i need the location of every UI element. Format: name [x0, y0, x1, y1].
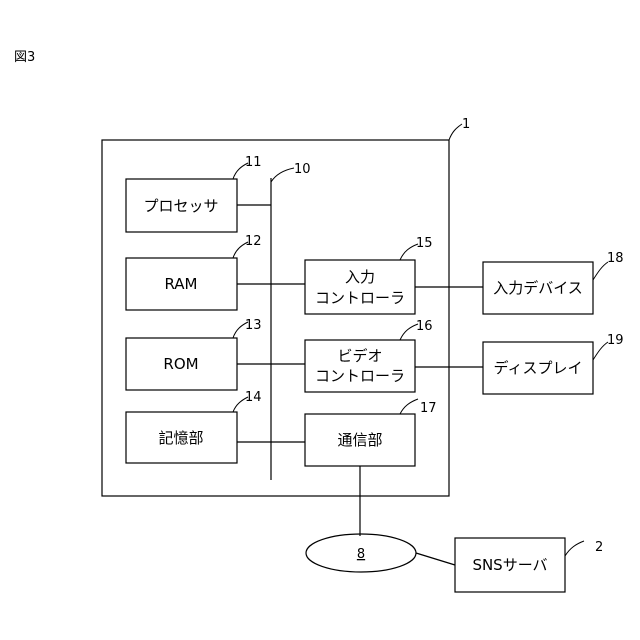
video-controller-ref: 16: [416, 319, 433, 334]
bus-ref-leader: [271, 168, 294, 182]
device-ref-leader: [449, 124, 462, 140]
comm-unit-label: 通信部: [337, 431, 382, 449]
video-controller-label-1: ビデオ: [337, 347, 382, 365]
processor-ref: 11: [245, 155, 262, 170]
input-device-ref: 18: [607, 251, 624, 266]
input-device-ref-leader: [593, 262, 608, 280]
storage-ref: 14: [245, 390, 262, 405]
comm-unit-ref-leader: [400, 399, 418, 414]
display-ref: 19: [607, 333, 624, 348]
input-device-label: 入力デバイス: [493, 279, 583, 297]
bus-ref: 10: [294, 162, 311, 177]
storage-label: 記憶部: [158, 429, 203, 447]
display-label: ディスプレイ: [494, 359, 583, 377]
rom-label: ROM: [163, 355, 198, 373]
input-controller-label-1: 入力: [345, 268, 375, 286]
device-ref: 1: [462, 117, 470, 132]
input-controller-ref: 15: [416, 236, 433, 251]
comm-unit-ref: 17: [420, 401, 437, 416]
video-controller-label-2: コントローラ: [315, 367, 405, 385]
rom-ref: 13: [245, 318, 262, 333]
ram-ref: 12: [245, 234, 262, 249]
ram-label: RAM: [164, 275, 197, 293]
display-ref-leader: [593, 342, 608, 360]
network-ref: 8: [357, 547, 365, 562]
sns-server-label: SNSサーバ: [472, 556, 547, 574]
network-sns-link: [416, 553, 455, 565]
processor-label: プロセッサ: [143, 197, 218, 215]
input-controller-label-2: コントローラ: [315, 289, 405, 307]
sns-server-ref-leader: [565, 541, 584, 556]
sns-server-ref: 2: [595, 540, 603, 555]
